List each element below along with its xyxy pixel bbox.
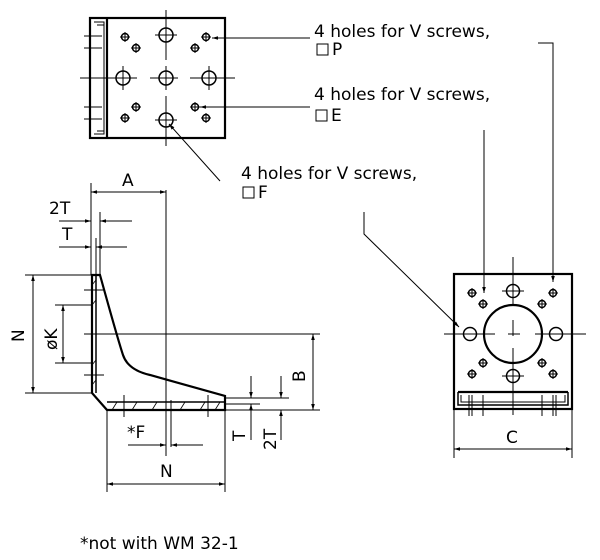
top-view: [80, 10, 310, 182]
footnote: *not with WM 32-1: [80, 534, 239, 554]
top-view-hole-p: [155, 27, 177, 43]
square-symbol-icon: [315, 109, 328, 122]
square-symbol-icon: [316, 43, 329, 56]
side-view: A 2T T N øK B T 2T *F: [9, 171, 320, 492]
dim-t-top-label: T: [61, 225, 73, 245]
front-view-small-holes: [467, 288, 558, 379]
dim-phi-k-label: øK: [42, 328, 62, 350]
front-view-bore: [482, 303, 544, 365]
callout-p: 4 holes for V screws, P: [314, 22, 490, 60]
dim-a-label: A: [122, 171, 134, 191]
front-view-hole: [548, 326, 564, 342]
dim-2t-bottom-label: 2T: [261, 428, 281, 450]
top-view-hole-p: [115, 66, 131, 90]
front-view-flange-ticks: [468, 395, 557, 416]
dim-n-left-label: N: [9, 329, 29, 342]
dim-f-label: *F: [127, 423, 145, 443]
dim-2t-top-label: 2T: [49, 199, 71, 219]
hatch-vertical: [91, 279, 97, 386]
callout-e-line1: 4 holes for V screws,: [314, 85, 490, 105]
hatch-horizontal: [111, 401, 221, 411]
dim-n-bottom-label: N: [160, 462, 173, 482]
callout-f: 4 holes for V screws, F: [241, 164, 417, 203]
callout-p-line1: 4 holes for V screws,: [314, 22, 490, 42]
callout-p-line2: P: [332, 40, 342, 60]
callout-e: 4 holes for V screws, E: [314, 85, 490, 126]
dim-b-label: B: [290, 370, 310, 382]
front-view-hole: [462, 326, 478, 342]
dim-c-label: C: [506, 428, 518, 448]
top-view-hole-f: [155, 112, 177, 128]
leader-f: [168, 123, 221, 182]
top-view-hole-center: [158, 66, 174, 90]
dim-t-bottom-label: T: [230, 430, 250, 442]
leader-p-right: [538, 42, 555, 282]
callout-f-line2: F: [258, 183, 268, 203]
callout-f-line1: 4 holes for V screws,: [241, 164, 417, 184]
leader-f-right: [363, 212, 460, 328]
side-view-bracket-outline: [90, 273, 227, 412]
front-view-flange: [457, 392, 569, 406]
callout-e-line2: E: [331, 106, 342, 126]
top-view-hole-p: [201, 66, 217, 90]
top-view-flange-ticks: [84, 35, 102, 120]
top-view-small-holes: [120, 32, 211, 123]
front-view: C: [444, 257, 586, 458]
square-symbol-icon: [242, 186, 255, 199]
